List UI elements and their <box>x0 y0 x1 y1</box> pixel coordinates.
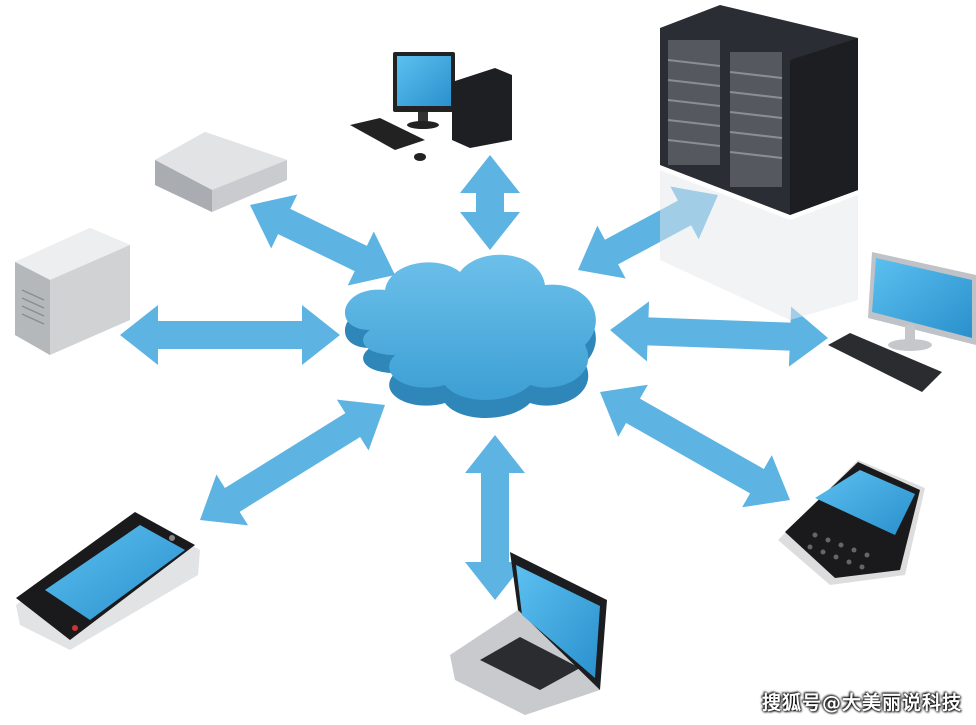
tower-server-icon <box>15 228 130 355</box>
desktop-computer-icon <box>350 52 512 161</box>
double-arrow-left-icon <box>120 305 340 365</box>
double-arrow-bottom-icon <box>465 435 525 600</box>
laptop-icon <box>450 552 607 715</box>
double-arrow-bottom-left-icon <box>200 399 386 526</box>
double-arrow-top-icon <box>460 155 520 250</box>
server-rack-icon <box>660 5 858 320</box>
smartphone-touch-icon <box>16 512 200 650</box>
double-arrow-right-icon <box>610 301 829 367</box>
smartphone-qwerty-icon <box>778 460 925 585</box>
double-arrow-top-left-icon <box>250 194 395 286</box>
cloud-icon <box>344 254 596 418</box>
double-arrow-bottom-right-icon <box>600 384 790 508</box>
network-appliance-icon <box>155 132 287 212</box>
monitor-keyboard-icon <box>828 252 976 392</box>
watermark-text: 搜狐号@大美丽说科技 <box>761 692 962 714</box>
